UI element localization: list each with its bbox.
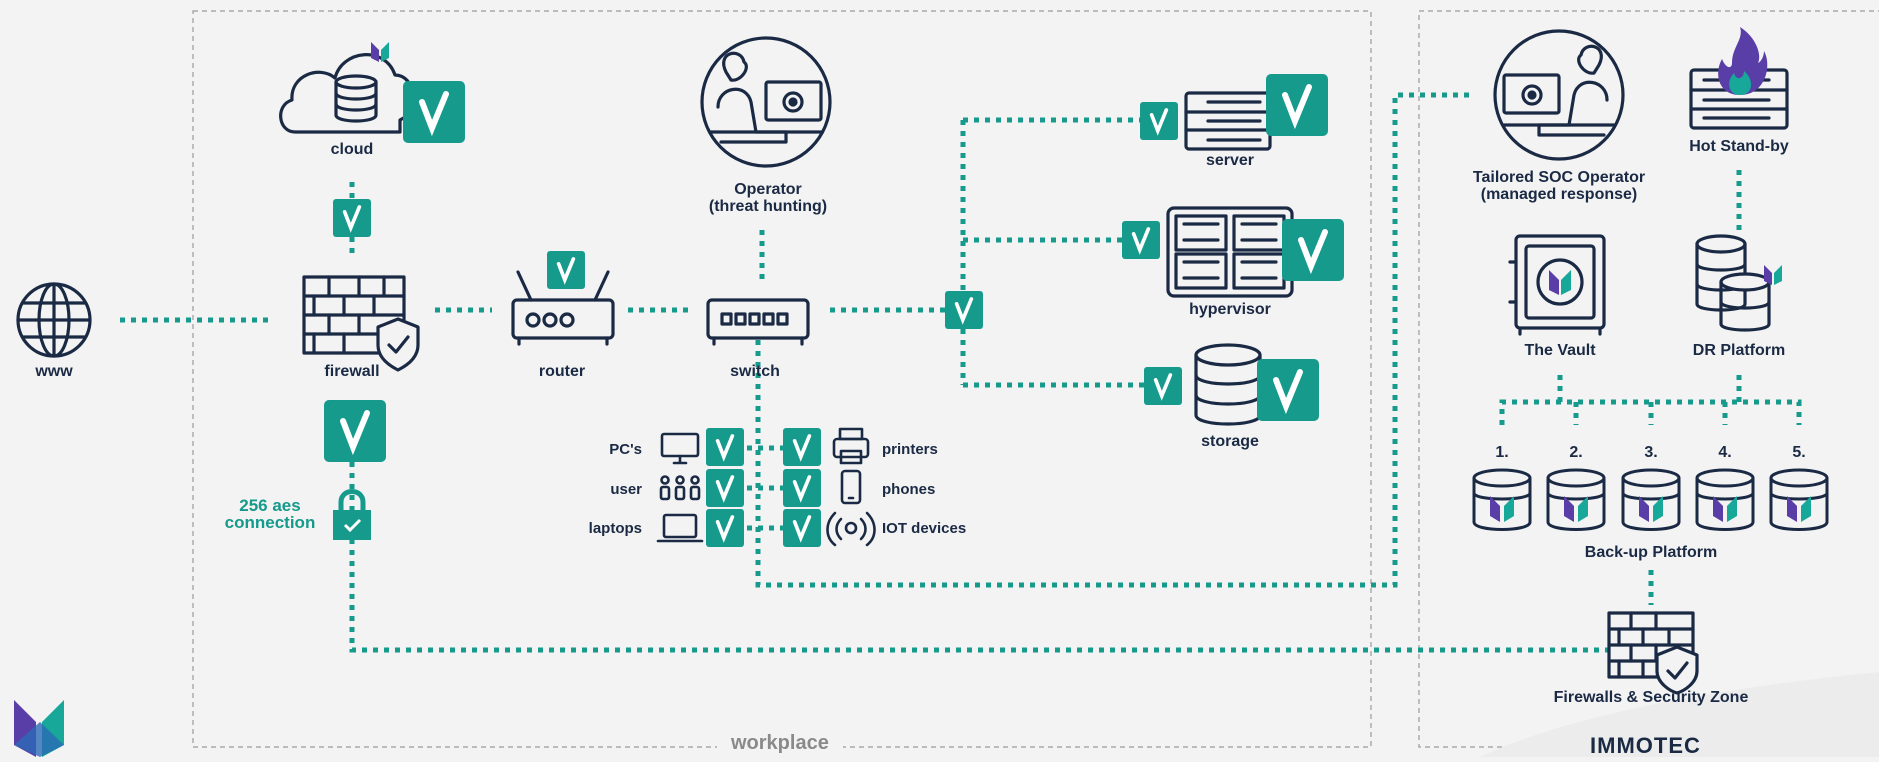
connection-lines [120, 92, 1802, 653]
phone-icon [840, 469, 862, 505]
network-switch-icon [706, 298, 810, 346]
device-label-phones: phones [882, 481, 936, 498]
workplace-zone-label: workplace [717, 732, 843, 755]
vault-safe-icon [1508, 234, 1606, 336]
monitor-icon [660, 432, 700, 465]
immotec-logo-icon [14, 700, 64, 757]
backup-database-icon [1546, 468, 1606, 531]
operator-label-line2: (threat hunting) [708, 198, 828, 215]
checkmark-icon [945, 291, 983, 329]
backup-number-5: 5. [1792, 444, 1806, 461]
device-label-printers: printers [882, 441, 938, 458]
dr-logo-icon [1764, 265, 1782, 285]
backup-number-4: 4. [1718, 444, 1732, 461]
storage-database-icon [1194, 343, 1262, 426]
cloud-label: cloud [330, 141, 374, 158]
cloud-logo-icon [371, 42, 389, 62]
checkmark-icon [706, 469, 744, 507]
brand-wordmark: IMMOTEC [1590, 733, 1701, 758]
router-label: router [538, 363, 586, 380]
switch-label: switch [730, 363, 780, 380]
firewalls-zone-label: Firewalls & Security Zone [1553, 689, 1749, 706]
aes-label-line2: connection [224, 513, 316, 532]
backup-database-icon [1695, 468, 1755, 531]
soc-label-line2: (managed response) [1480, 186, 1638, 203]
hot-standby-label: Hot Stand-by [1689, 138, 1789, 155]
checkmark-icon [1282, 219, 1344, 281]
checkmark-icon [1144, 367, 1182, 405]
database-restore-icon [1695, 234, 1771, 332]
backup-number-2: 2. [1569, 444, 1583, 461]
hypervisor-icon [1166, 206, 1294, 298]
checkmark-icon [783, 428, 821, 466]
cloud-database-icon [279, 53, 416, 134]
device-label-laptops: laptops [588, 520, 642, 537]
operator-monitor-icon [700, 36, 832, 168]
checkmark-icon [783, 469, 821, 507]
device-label-user: user [610, 481, 642, 498]
aes-label-line1: 256 aes [239, 496, 301, 515]
checkmark-icon [783, 509, 821, 547]
checkmark-icon [547, 251, 585, 289]
checkmark-icon [1266, 74, 1328, 136]
dr-platform-label: DR Platform [1692, 342, 1786, 359]
storage-label: storage [1201, 433, 1259, 450]
hypervisor-label: hypervisor [1189, 301, 1271, 318]
checkmark-icon [706, 509, 744, 547]
checkmark-icon [333, 199, 371, 237]
backup-number-1: 1. [1495, 444, 1509, 461]
backup-platform-label: Back-up Platform [1584, 544, 1718, 561]
checkmark-icon [403, 81, 465, 143]
checkmark-icon [1122, 221, 1160, 259]
operator-label-line1: Operator [734, 181, 802, 198]
backup-database-icon [1769, 468, 1829, 531]
router-icon [511, 270, 615, 346]
firewall-label: firewall [324, 363, 380, 380]
backup-database-icon [1621, 468, 1681, 531]
soc-zone [1418, 10, 1879, 748]
printer-icon [832, 427, 870, 465]
device-label-iot: IOT devices [882, 520, 967, 537]
checkmark-icon [324, 400, 386, 462]
flame-icon [1718, 27, 1768, 95]
backup-database-icon [1472, 468, 1532, 531]
laptop-icon [656, 513, 704, 543]
vault-logo-icon [1549, 270, 1571, 295]
iot-signal-icon [826, 511, 876, 547]
padlock-icon [333, 489, 371, 540]
checkmark-icon [1257, 359, 1319, 421]
checkmark-icon [1140, 102, 1178, 140]
users-icon [659, 475, 701, 501]
brick-wall-shield-icon [302, 275, 420, 372]
soc-operator-icon [1493, 29, 1625, 161]
server-rack-icon [1184, 91, 1272, 151]
vault-label: The Vault [1524, 342, 1596, 359]
checkmarks [324, 74, 1344, 547]
checkmark-icon [706, 428, 744, 466]
device-label-pcs: PC's [609, 441, 642, 458]
decor-swoosh [1480, 672, 1879, 757]
server-label: server [1205, 152, 1255, 169]
backup-databases [1472, 468, 1829, 531]
globe-icon [16, 282, 92, 358]
backup-number-3: 3. [1644, 444, 1658, 461]
www-label: www [35, 363, 73, 380]
soc-label-line1: Tailored SOC Operator [1472, 169, 1646, 186]
brick-wall-shield-icon [1607, 611, 1699, 695]
